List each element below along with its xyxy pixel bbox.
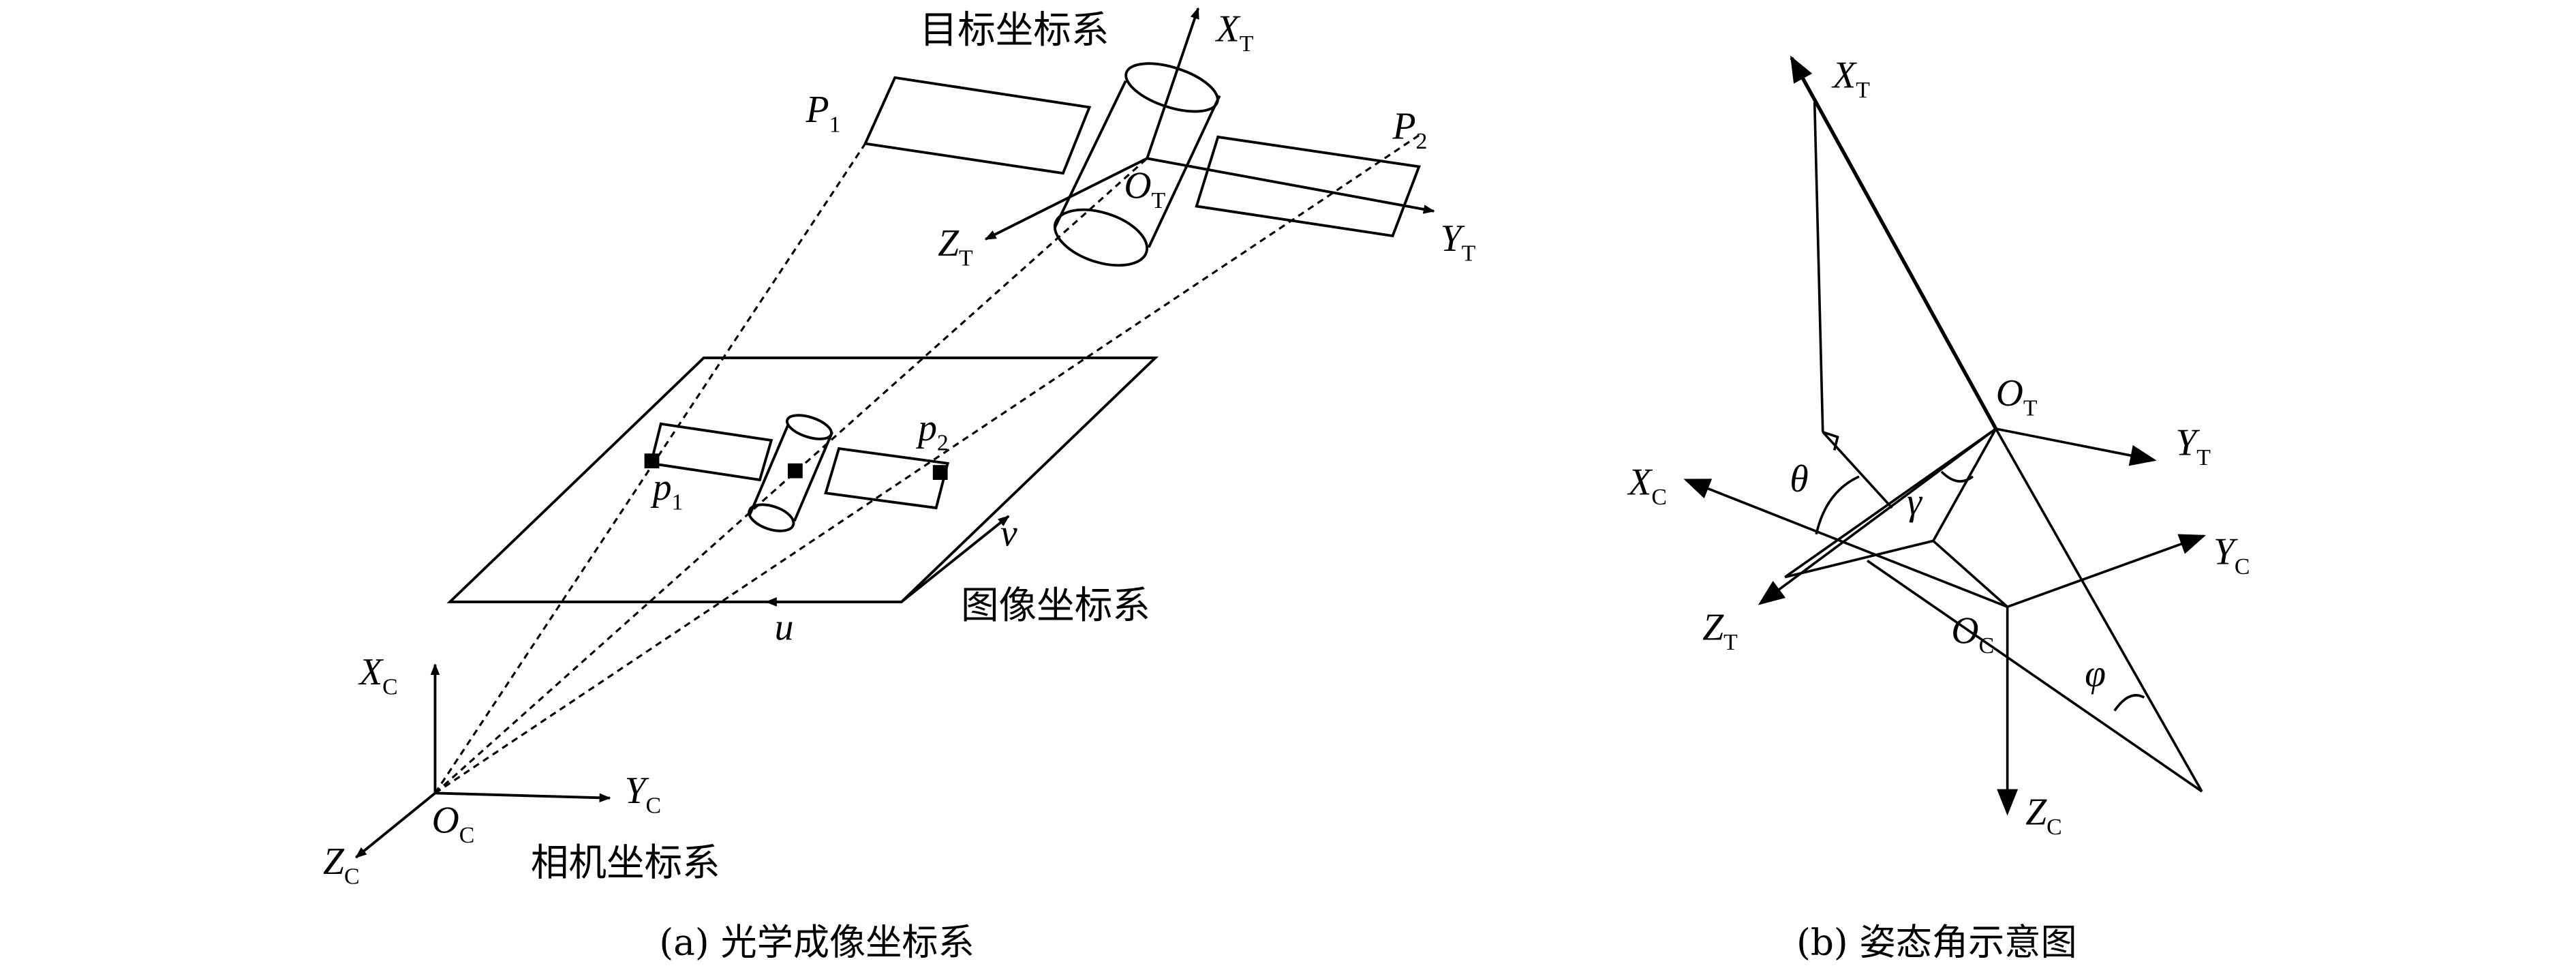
- label-theta: θ: [1790, 458, 1808, 500]
- b-camera-x-axis: [1683, 479, 2008, 608]
- image-plane: [446, 357, 1159, 607]
- label-OC-a: OC: [432, 799, 475, 848]
- caption-b: (b) 姿态角示意图: [1796, 921, 2077, 963]
- camera-y-axis: [435, 791, 611, 803]
- projected-body-bottom: [748, 503, 795, 532]
- b-inner-a: [1932, 428, 1997, 542]
- projected-body-top: [786, 414, 833, 440]
- label-ZC-a: ZC: [323, 841, 360, 890]
- target-z-axis: [984, 157, 1148, 241]
- label-P1: P1: [806, 89, 841, 138]
- ray-p1: [434, 142, 866, 794]
- target-y-axis: [1146, 157, 1435, 214]
- label-YC-b: YC: [2213, 530, 2250, 579]
- projected-panel-p1: [649, 422, 773, 482]
- caption-a: (a) 光学成像坐标系: [659, 921, 974, 963]
- label-XC-a: XC: [358, 651, 398, 700]
- camera-z-axis: [355, 791, 436, 859]
- label-ZT-b: ZT: [1702, 607, 1738, 656]
- b-right-angle-mark: [1822, 431, 1839, 451]
- label-OT-a: OT: [1124, 164, 1165, 213]
- label-ZT-a: ZT: [938, 222, 973, 271]
- projected-points: [644, 453, 948, 480]
- label-XT-a: XT: [1215, 8, 1254, 57]
- b-return-line: [1867, 559, 2203, 793]
- b-inner-b: [1932, 540, 2008, 608]
- label-YT-b: YT: [2175, 422, 2211, 471]
- b-projection-drop: [1813, 102, 1824, 432]
- projected-satellite: [649, 414, 950, 532]
- satellite-body: [1054, 80, 1221, 248]
- point-p1: [644, 453, 660, 469]
- b-target-y-axis: [1995, 427, 2157, 466]
- b-inner-d: [1784, 427, 1997, 579]
- point-p2: [932, 465, 948, 480]
- label-gamma: γ: [1907, 481, 1923, 524]
- b-projection-base: [1822, 431, 1893, 509]
- label-YC-a: YC: [625, 770, 662, 819]
- panel-a-optical-imaging: 目标坐标系 图像坐标系 相机坐标系 P1 P2 XT YT ZT OT p1 p…: [323, 7, 1476, 963]
- solar-panel-p2: [1195, 135, 1421, 238]
- panel-b-attitude-angles: XT OT YT XC YC ZT OC ZC θ γ φ (b) 姿态角示意图: [1627, 54, 2250, 963]
- label-v: v: [1000, 513, 1017, 555]
- label-u: u: [775, 607, 794, 649]
- camera-frame-title: 相机坐标系: [531, 841, 720, 885]
- label-P2: P2: [1392, 105, 1428, 154]
- label-XT-b: XT: [1831, 54, 1870, 103]
- target-frame-title: 目标坐标系: [919, 8, 1109, 52]
- satellite-body-bottom: [1053, 208, 1149, 267]
- b-gamma-arc: [1940, 470, 1974, 483]
- b-inner-c: [1784, 539, 1934, 579]
- target-axes: [984, 7, 1435, 241]
- b-long-line: [1995, 428, 2203, 792]
- b-camera-y-axis: [2007, 534, 2207, 608]
- label-p2: p2: [915, 407, 949, 456]
- projected-body: [748, 425, 834, 522]
- target-x-axis: [1146, 7, 1200, 159]
- b-theta-arc: [1815, 475, 1860, 535]
- image-plane-outline: [446, 357, 1159, 603]
- camera-axes: [355, 663, 611, 859]
- label-p1: p1: [650, 466, 684, 515]
- ray-p2: [434, 134, 1420, 794]
- point-center: [788, 463, 803, 479]
- image-frame-title: 图像坐标系: [961, 584, 1150, 628]
- label-YT-a: YT: [1441, 217, 1476, 267]
- label-OC-b: OC: [1951, 609, 1994, 659]
- projected-panel-p2: [824, 447, 950, 510]
- label-ZC-b: ZC: [2025, 791, 2062, 840]
- label-OT-b: OT: [1996, 372, 2038, 421]
- label-XC-b: XC: [1627, 462, 1667, 511]
- b-target-x-axis: [1790, 55, 1998, 430]
- b-phi-arc: [2113, 694, 2145, 712]
- solar-panel-p1: [863, 76, 1092, 175]
- label-phi: φ: [2085, 652, 2106, 695]
- v-axis: [900, 515, 1010, 603]
- projection-rays: [434, 134, 1420, 794]
